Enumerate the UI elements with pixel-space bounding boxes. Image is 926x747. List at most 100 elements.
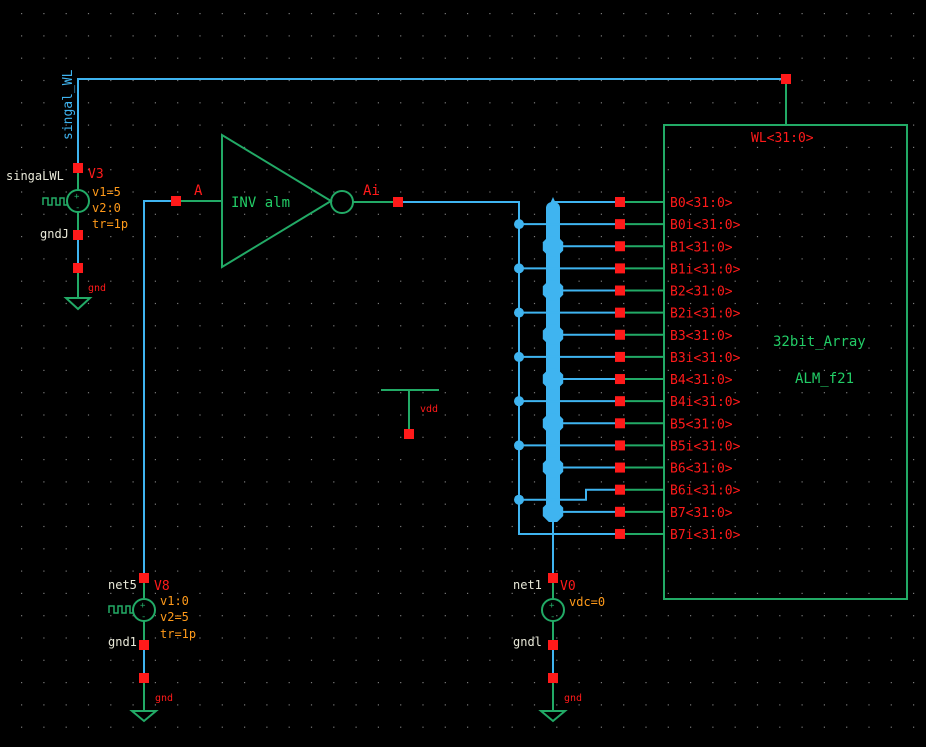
grid-dot bbox=[377, 57, 379, 59]
grid-dot bbox=[288, 347, 290, 349]
pin-gnd-v8[interactable] bbox=[139, 673, 149, 683]
pin-b0310[interactable] bbox=[615, 197, 625, 207]
grid-dot bbox=[533, 615, 536, 617]
pin-inv-ai[interactable] bbox=[393, 197, 403, 207]
source-v0[interactable]: + - bbox=[538, 573, 568, 723]
grid-dot bbox=[578, 548, 580, 550]
grid-dot bbox=[288, 169, 290, 171]
grid-dot bbox=[377, 347, 379, 349]
grid-dot bbox=[244, 682, 246, 684]
grid-dot bbox=[444, 525, 446, 528]
grid-dot bbox=[511, 369, 513, 371]
grid-dot bbox=[177, 704, 179, 706]
grid-dot bbox=[444, 392, 446, 394]
grid-dot bbox=[756, 57, 759, 59]
pin-b2310[interactable] bbox=[615, 285, 625, 296]
grid-dot bbox=[132, 236, 134, 238]
grid-dot bbox=[690, 325, 692, 327]
grid-dot bbox=[400, 146, 402, 148]
grid-dot bbox=[645, 79, 647, 82]
grid-dot bbox=[712, 146, 714, 148]
wire-a[interactable] bbox=[143, 200, 176, 577]
pin-vdd[interactable] bbox=[404, 429, 414, 439]
grid-dot bbox=[310, 325, 313, 327]
grid-dot bbox=[467, 280, 469, 282]
grid-dot bbox=[779, 615, 781, 617]
pin-wl-top[interactable] bbox=[781, 74, 791, 84]
grid-dot bbox=[244, 570, 246, 572]
grid-dot bbox=[21, 13, 23, 15]
grid-dot bbox=[734, 392, 736, 394]
grid-dot bbox=[600, 392, 602, 394]
pin-b4310[interactable] bbox=[615, 374, 625, 385]
grid-dot bbox=[823, 414, 825, 416]
pin-v3-minus[interactable] bbox=[73, 230, 83, 240]
pin-inv-a[interactable] bbox=[171, 196, 181, 206]
grid-dot bbox=[489, 169, 491, 171]
pin-gnd-v3[interactable] bbox=[73, 263, 83, 273]
grid-dot bbox=[355, 325, 357, 327]
pin-v0-plus[interactable] bbox=[548, 573, 558, 583]
grid-dot bbox=[21, 369, 23, 371]
source-v3[interactable]: + - bbox=[42, 163, 93, 311]
pin-b0i310[interactable] bbox=[615, 219, 625, 230]
grid-dot bbox=[221, 682, 223, 684]
grid-dot bbox=[288, 236, 290, 238]
grid-dot bbox=[288, 436, 290, 438]
pin-v8-minus[interactable] bbox=[139, 640, 149, 650]
grid-dot bbox=[154, 124, 156, 126]
grid-dot bbox=[823, 592, 825, 594]
bus-wire-13[interactable] bbox=[519, 488, 620, 501]
pin-gnd-v0[interactable] bbox=[548, 673, 558, 683]
pin-v8-plus[interactable] bbox=[139, 573, 149, 583]
pulse-waveform-icon bbox=[42, 197, 67, 206]
grid-dot bbox=[779, 436, 781, 438]
pin-b1310[interactable] bbox=[615, 241, 625, 252]
pin-b6310[interactable] bbox=[615, 462, 625, 473]
grid-dot bbox=[422, 704, 424, 706]
grid-dot bbox=[690, 436, 692, 438]
array-block[interactable] bbox=[663, 124, 908, 600]
pin-b5310[interactable] bbox=[615, 418, 625, 429]
pin-b3310[interactable] bbox=[615, 329, 625, 340]
grid-dot bbox=[623, 325, 625, 327]
grid-dot bbox=[355, 347, 357, 349]
grid-dot bbox=[87, 236, 90, 238]
pin-b6i310[interactable] bbox=[615, 484, 625, 495]
grid-dot bbox=[511, 659, 513, 661]
grid-dot bbox=[377, 369, 379, 371]
grid-dot bbox=[377, 704, 379, 706]
grid-dot bbox=[310, 35, 313, 37]
wire-ai[interactable] bbox=[403, 201, 620, 535]
pin-b2i310[interactable] bbox=[615, 307, 625, 318]
source-v8[interactable]: + - bbox=[108, 573, 159, 723]
grid-dot bbox=[779, 659, 781, 661]
grid-dot bbox=[310, 503, 313, 505]
grid-dot bbox=[913, 280, 915, 282]
pin-b1i310[interactable] bbox=[615, 263, 625, 274]
pin-b7310[interactable] bbox=[615, 506, 625, 517]
vdd-symbol[interactable] bbox=[381, 389, 439, 439]
grid-dot bbox=[690, 79, 692, 82]
grid-dot bbox=[43, 191, 45, 193]
pin-v3-plus[interactable] bbox=[73, 163, 83, 173]
pin-b7i310[interactable] bbox=[615, 528, 625, 539]
grid-dot bbox=[110, 436, 112, 438]
grid-dot bbox=[444, 570, 446, 572]
grid-dot bbox=[533, 146, 536, 148]
grid-dot bbox=[244, 726, 246, 728]
pin-b5i310[interactable] bbox=[615, 440, 625, 451]
net-label-v0-top: net1 bbox=[513, 578, 542, 592]
wire-singal-wl[interactable] bbox=[77, 78, 786, 168]
grid-dot bbox=[154, 280, 156, 282]
grid-dot bbox=[132, 347, 134, 349]
pin-b3i310[interactable] bbox=[615, 351, 625, 362]
pin-b4i310[interactable] bbox=[615, 396, 625, 407]
grid-dot bbox=[667, 35, 669, 37]
grid-dot bbox=[846, 146, 848, 148]
grid-dot bbox=[913, 392, 915, 394]
grid-dot bbox=[801, 570, 803, 572]
pin-v0-minus[interactable] bbox=[548, 640, 558, 650]
